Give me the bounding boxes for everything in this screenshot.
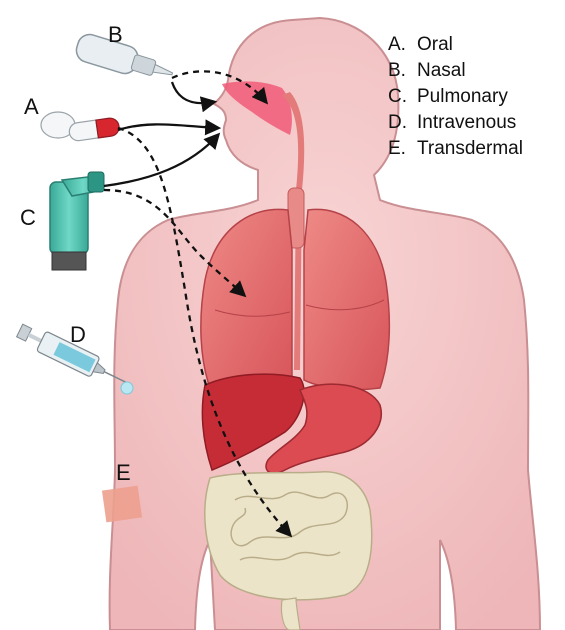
legend-label: Transdermal (417, 136, 523, 162)
route-legend: A. Oral B. Nasal C. Pulmonary D. Intrave… (388, 32, 523, 162)
legend-letter: A. (388, 32, 417, 58)
legend-letter: E. (388, 136, 417, 162)
legend-label: Pulmonary (417, 84, 508, 110)
legend-item-oral: A. Oral (388, 32, 523, 58)
route-label-b: B (108, 22, 123, 48)
legend-item-pulmonary: C. Pulmonary (388, 84, 523, 110)
legend-letter: D. (388, 110, 417, 136)
legend-item-intravenous: D. Intravenous (388, 110, 523, 136)
legend-label: Oral (417, 32, 453, 58)
legend-label: Intravenous (417, 110, 516, 136)
route-label-e: E (116, 460, 131, 486)
route-label-c: C (20, 205, 36, 231)
legend-item-transdermal: E. Transdermal (388, 136, 523, 162)
legend-letter: C. (388, 84, 417, 110)
legend-letter: B. (388, 58, 417, 84)
legend-label: Nasal (417, 58, 466, 84)
legend-item-nasal: B. Nasal (388, 58, 523, 84)
route-label-d: D (70, 322, 86, 348)
route-label-a: A (24, 94, 39, 120)
